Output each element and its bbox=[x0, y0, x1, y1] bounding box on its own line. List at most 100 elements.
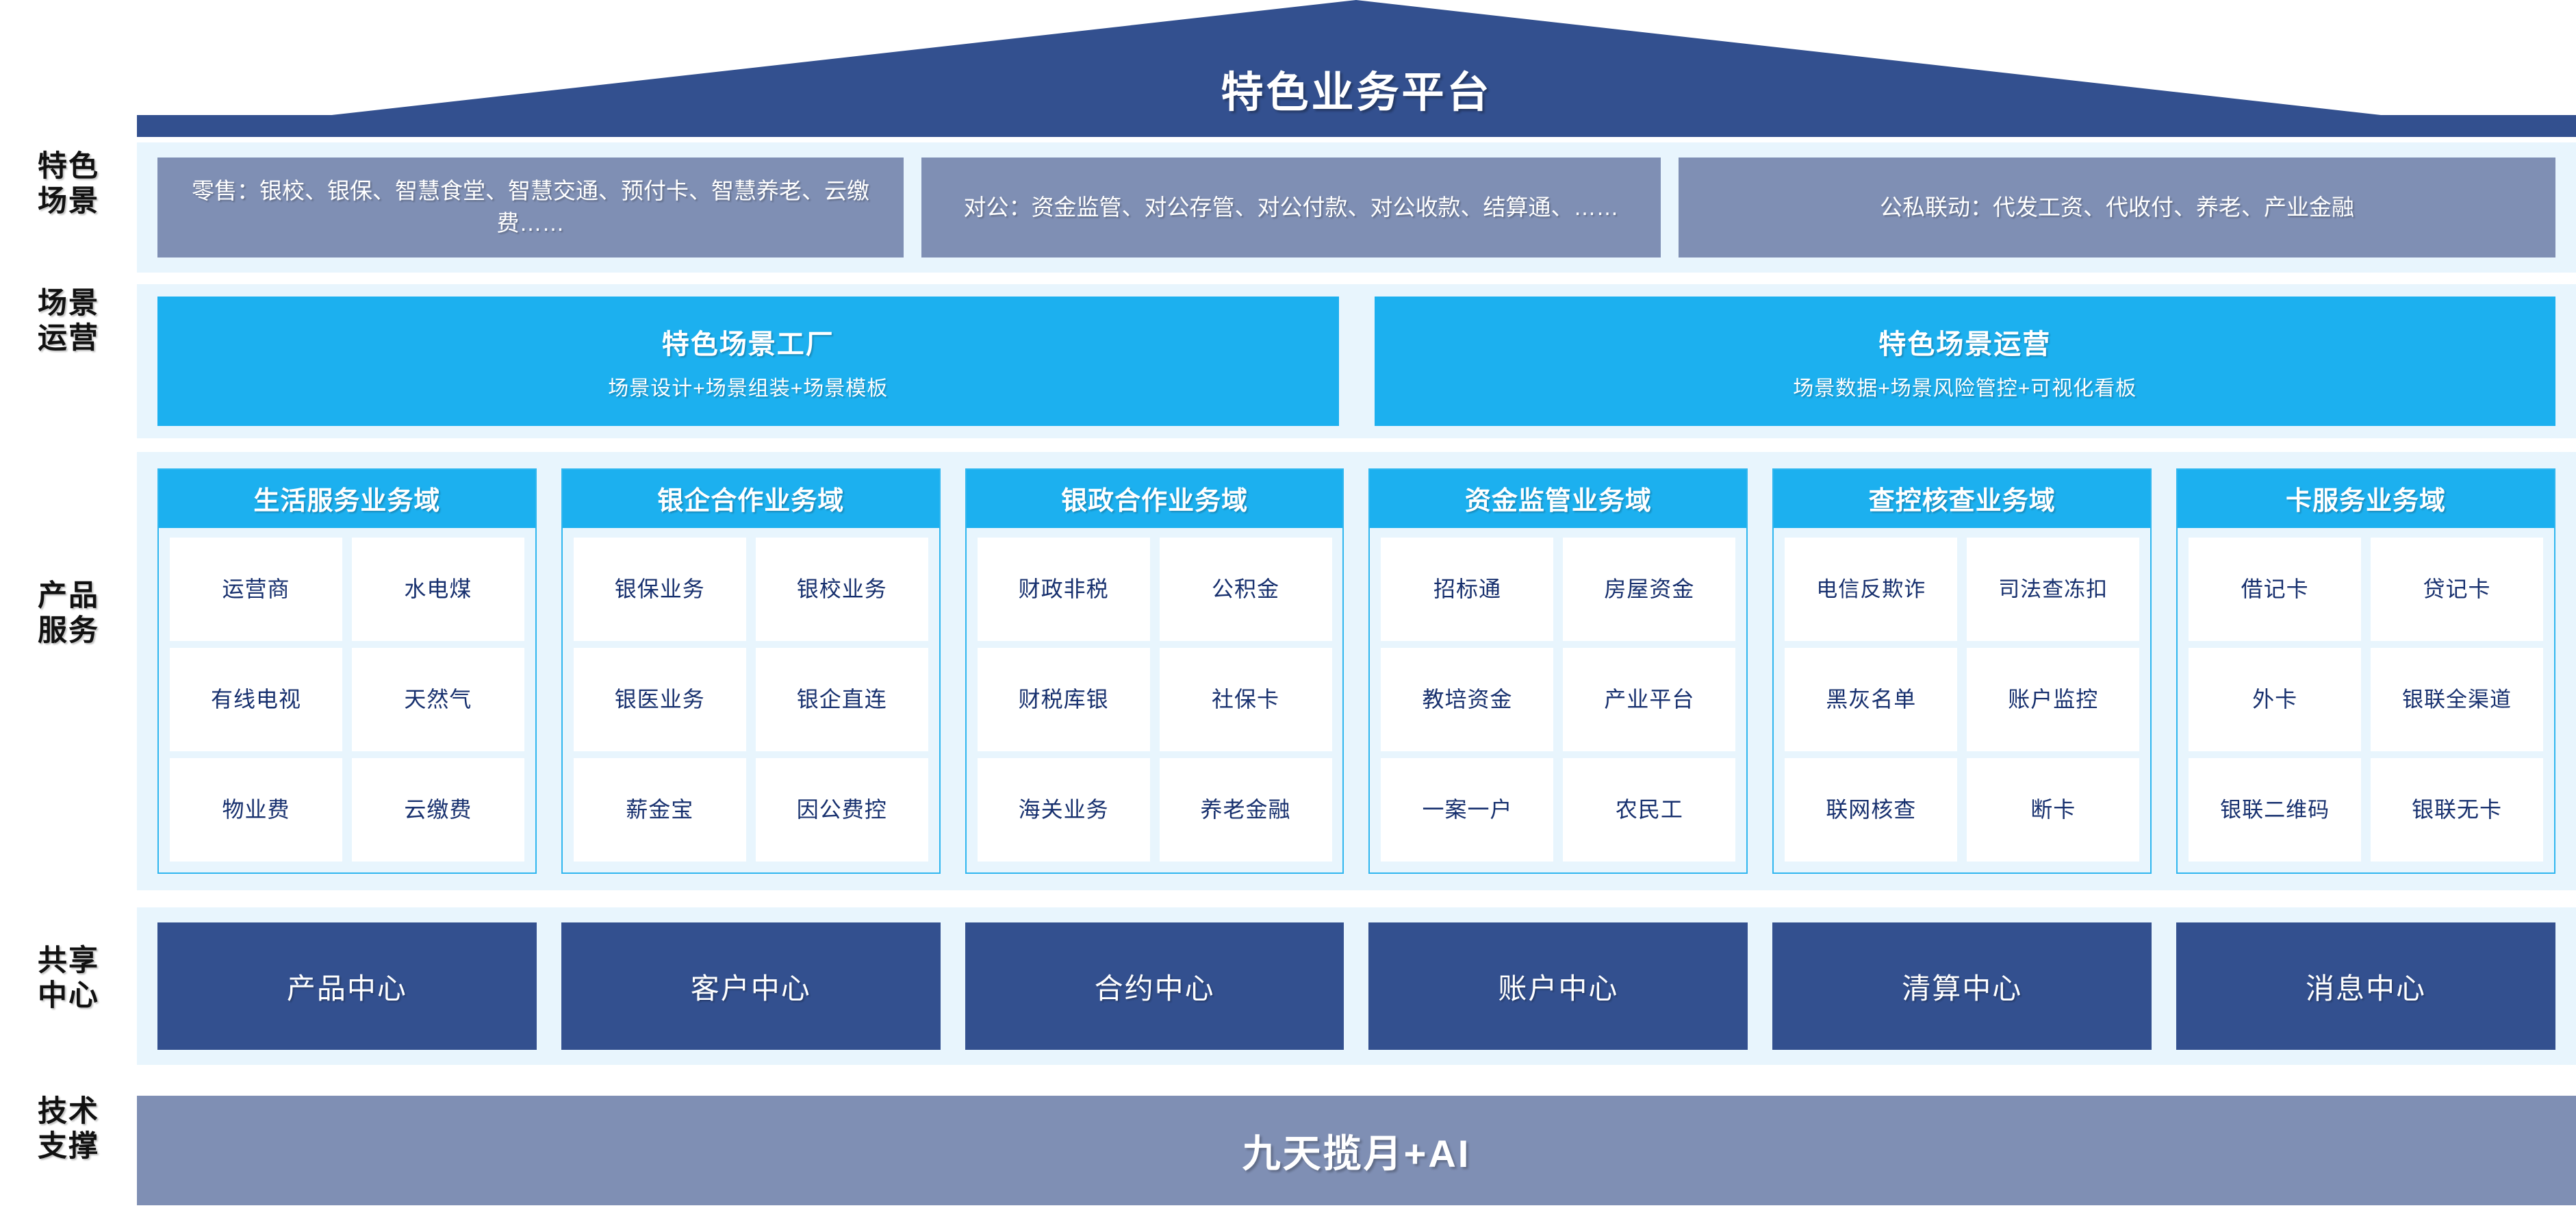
product-service-row: 招标通房屋资金 bbox=[1381, 538, 1736, 641]
product-service-cell[interactable]: 房屋资金 bbox=[1563, 538, 1736, 641]
product-service-cell[interactable]: 农民工 bbox=[1563, 758, 1736, 862]
product-service-cell[interactable]: 银校业务 bbox=[755, 538, 928, 641]
product-service-grid: 银保业务银校业务银医业务银企直连薪金宝因公费控 bbox=[563, 528, 939, 872]
product-service-cell[interactable]: 财税库银 bbox=[977, 648, 1150, 751]
product-service-row: 银联二维码银联无卡 bbox=[2189, 758, 2543, 862]
product-service-cell[interactable]: 水电煤 bbox=[351, 538, 524, 641]
product-service-row: 银医业务银企直连 bbox=[573, 648, 928, 751]
rail-label-product-service: 产品 服务 bbox=[0, 579, 137, 648]
product-service-cell[interactable]: 银保业务 bbox=[573, 538, 746, 641]
shared-center-box[interactable]: 清算中心 bbox=[1772, 922, 2152, 1050]
page-title: 特色业务平台 bbox=[1221, 69, 1492, 116]
operations-subtitle-scene-operation: 场景数据+场景风险管控+可视化看板 bbox=[1793, 377, 2137, 400]
product-service-row: 电信反欺诈司法查冻扣 bbox=[1785, 538, 2140, 641]
product-service-cell[interactable]: 联网核查 bbox=[1785, 758, 1958, 862]
rail-label-scenario-line2: 场景 bbox=[38, 184, 99, 218]
scenario-box-retail[interactable]: 零售：银校、银保、智慧食堂、智慧交通、预付卡、智慧养老、云缴费…… bbox=[157, 158, 904, 257]
product-service-row: 物业费云缴费 bbox=[170, 758, 524, 862]
rail-label-product-service-line1: 产品 bbox=[38, 579, 99, 612]
rail-label-operations: 场景 运营 bbox=[0, 286, 137, 355]
rail-label-product-service-line2: 服务 bbox=[38, 614, 99, 647]
rail-label-tech-support-line1: 技术 bbox=[38, 1095, 99, 1128]
product-service-column-title: 生活服务业务域 bbox=[159, 470, 535, 528]
product-service-row: 借记卡贷记卡 bbox=[2189, 538, 2543, 641]
product-service-grid: 借记卡贷记卡外卡银联全渠道银联二维码银联无卡 bbox=[2178, 528, 2554, 872]
product-service-row: 有线电视天然气 bbox=[170, 648, 524, 751]
left-rail: 特色 场景 场景 运营 产品 服务 共享 中心 技术 支撑 bbox=[0, 0, 137, 1232]
product-service-columns: 生活服务业务域运营商水电煤有线电视天然气物业费云缴费银企合作业务域银保业务银校业… bbox=[137, 452, 2576, 890]
shared-center-band: 产品中心客户中心合约中心账户中心清算中心消息中心 bbox=[137, 907, 2576, 1065]
product-service-cell[interactable]: 运营商 bbox=[170, 538, 342, 641]
shared-center-box[interactable]: 合约中心 bbox=[965, 922, 1344, 1050]
product-service-column-title: 卡服务业务域 bbox=[2178, 470, 2554, 528]
product-service-cell[interactable]: 贷记卡 bbox=[2371, 538, 2543, 641]
product-service-cell[interactable]: 天然气 bbox=[351, 648, 524, 751]
rail-label-tech-support: 技术 支撑 bbox=[0, 1094, 137, 1164]
product-service-cell[interactable]: 招标通 bbox=[1381, 538, 1554, 641]
rail-label-operations-line1: 场景 bbox=[38, 287, 99, 320]
shared-center-box[interactable]: 账户中心 bbox=[1368, 922, 1748, 1050]
product-service-cell[interactable]: 财政非税 bbox=[977, 538, 1150, 641]
shared-center-box[interactable]: 消息中心 bbox=[2176, 922, 2555, 1050]
shared-center-box[interactable]: 产品中心 bbox=[157, 922, 537, 1050]
product-service-band: 生活服务业务域运营商水电煤有线电视天然气物业费云缴费银企合作业务域银保业务银校业… bbox=[137, 452, 2576, 890]
scenario-box-corporate[interactable]: 对公：资金监管、对公存管、对公付款、对公收款、结算通、…… bbox=[921, 158, 1661, 257]
product-service-cell[interactable]: 一案一户 bbox=[1381, 758, 1554, 862]
product-service-row: 薪金宝因公费控 bbox=[573, 758, 928, 862]
product-service-cell[interactable]: 银联二维码 bbox=[2189, 758, 2362, 862]
product-service-cell[interactable]: 账户监控 bbox=[1967, 648, 2140, 751]
product-service-cell[interactable]: 外卡 bbox=[2189, 648, 2362, 751]
product-service-grid: 财政非税公积金财税库银社保卡海关业务养老金融 bbox=[967, 528, 1343, 872]
product-service-row: 一案一户农民工 bbox=[1381, 758, 1736, 862]
product-service-cell[interactable]: 产业平台 bbox=[1563, 648, 1736, 751]
product-service-row: 运营商水电煤 bbox=[170, 538, 524, 641]
product-service-cell[interactable]: 海关业务 bbox=[977, 758, 1150, 862]
product-service-grid: 招标通房屋资金教培资金产业平台一案一户农民工 bbox=[1370, 528, 1746, 872]
operations-box-scene-factory[interactable]: 特色场景工厂 场景设计+场景组装+场景模板 bbox=[157, 297, 1339, 426]
product-service-row: 联网核查断卡 bbox=[1785, 758, 2140, 862]
product-service-cell[interactable]: 银医业务 bbox=[573, 648, 746, 751]
shared-center-box[interactable]: 客户中心 bbox=[561, 922, 941, 1050]
product-service-column-title: 查控核查业务域 bbox=[1774, 470, 2151, 528]
rail-label-shared-center-line1: 共享 bbox=[38, 944, 99, 977]
product-service-cell[interactable]: 公积金 bbox=[1159, 538, 1332, 641]
product-service-row: 教培资金产业平台 bbox=[1381, 648, 1736, 751]
rail-label-shared-center: 共享 中心 bbox=[0, 944, 137, 1013]
product-service-column: 生活服务业务域运营商水电煤有线电视天然气物业费云缴费 bbox=[157, 468, 537, 874]
tech-support-bar[interactable]: 九天揽月+AI bbox=[137, 1096, 2576, 1205]
product-service-cell[interactable]: 教培资金 bbox=[1381, 648, 1554, 751]
product-service-cell[interactable]: 银联全渠道 bbox=[2371, 648, 2543, 751]
operations-band: 特色场景工厂 场景设计+场景组装+场景模板 特色场景运营 场景数据+场景风险管控… bbox=[137, 284, 2576, 438]
product-service-cell[interactable]: 黑灰名单 bbox=[1785, 648, 1958, 751]
product-service-cell[interactable]: 薪金宝 bbox=[573, 758, 746, 862]
product-service-grid: 电信反欺诈司法查冻扣黑灰名单账户监控联网核查断卡 bbox=[1774, 528, 2150, 872]
product-service-cell[interactable]: 银企直连 bbox=[755, 648, 928, 751]
operations-title-scene-operation: 特色场景运营 bbox=[1878, 329, 2052, 360]
product-service-cell[interactable]: 物业费 bbox=[170, 758, 342, 862]
product-service-row: 财税库银社保卡 bbox=[977, 648, 1332, 751]
product-service-column: 资金监管业务域招标通房屋资金教培资金产业平台一案一户农民工 bbox=[1368, 468, 1748, 874]
rail-label-scenario: 特色 场景 bbox=[0, 149, 137, 218]
product-service-cell[interactable]: 电信反欺诈 bbox=[1785, 538, 1958, 641]
scenario-band: 零售：银校、银保、智慧食堂、智慧交通、预付卡、智慧养老、云缴费…… 对公：资金监… bbox=[137, 142, 2576, 273]
product-service-cell[interactable]: 有线电视 bbox=[170, 648, 342, 751]
product-service-cell[interactable]: 社保卡 bbox=[1159, 648, 1332, 751]
product-service-cell[interactable]: 云缴费 bbox=[351, 758, 524, 862]
product-service-row: 银保业务银校业务 bbox=[573, 538, 928, 641]
product-service-cell[interactable]: 养老金融 bbox=[1159, 758, 1332, 862]
operations-box-scene-operation[interactable]: 特色场景运营 场景数据+场景风险管控+可视化看板 bbox=[1374, 297, 2555, 426]
product-service-cell[interactable]: 因公费控 bbox=[755, 758, 928, 862]
operations-title-scene-factory: 特色场景工厂 bbox=[661, 329, 834, 360]
product-service-column: 银政合作业务域财政非税公积金财税库银社保卡海关业务养老金融 bbox=[965, 468, 1344, 874]
product-service-cell[interactable]: 司法查冻扣 bbox=[1967, 538, 2140, 641]
product-service-cell[interactable]: 借记卡 bbox=[2189, 538, 2362, 641]
product-service-column: 卡服务业务域借记卡贷记卡外卡银联全渠道银联二维码银联无卡 bbox=[2176, 468, 2555, 874]
product-service-cell[interactable]: 断卡 bbox=[1967, 758, 2140, 862]
product-service-grid: 运营商水电煤有线电视天然气物业费云缴费 bbox=[159, 528, 535, 872]
product-service-row: 海关业务养老金融 bbox=[977, 758, 1332, 862]
shared-center-boxes: 产品中心客户中心合约中心账户中心清算中心消息中心 bbox=[137, 907, 2576, 1065]
product-service-cell[interactable]: 银联无卡 bbox=[2371, 758, 2543, 862]
product-service-column: 查控核查业务域电信反欺诈司法查冻扣黑灰名单账户监控联网核查断卡 bbox=[1772, 468, 2152, 874]
rail-label-tech-support-line2: 支撑 bbox=[38, 1129, 99, 1163]
scenario-box-public-private[interactable]: 公私联动：代发工资、代收付、养老、产业金融 bbox=[1679, 158, 2555, 257]
